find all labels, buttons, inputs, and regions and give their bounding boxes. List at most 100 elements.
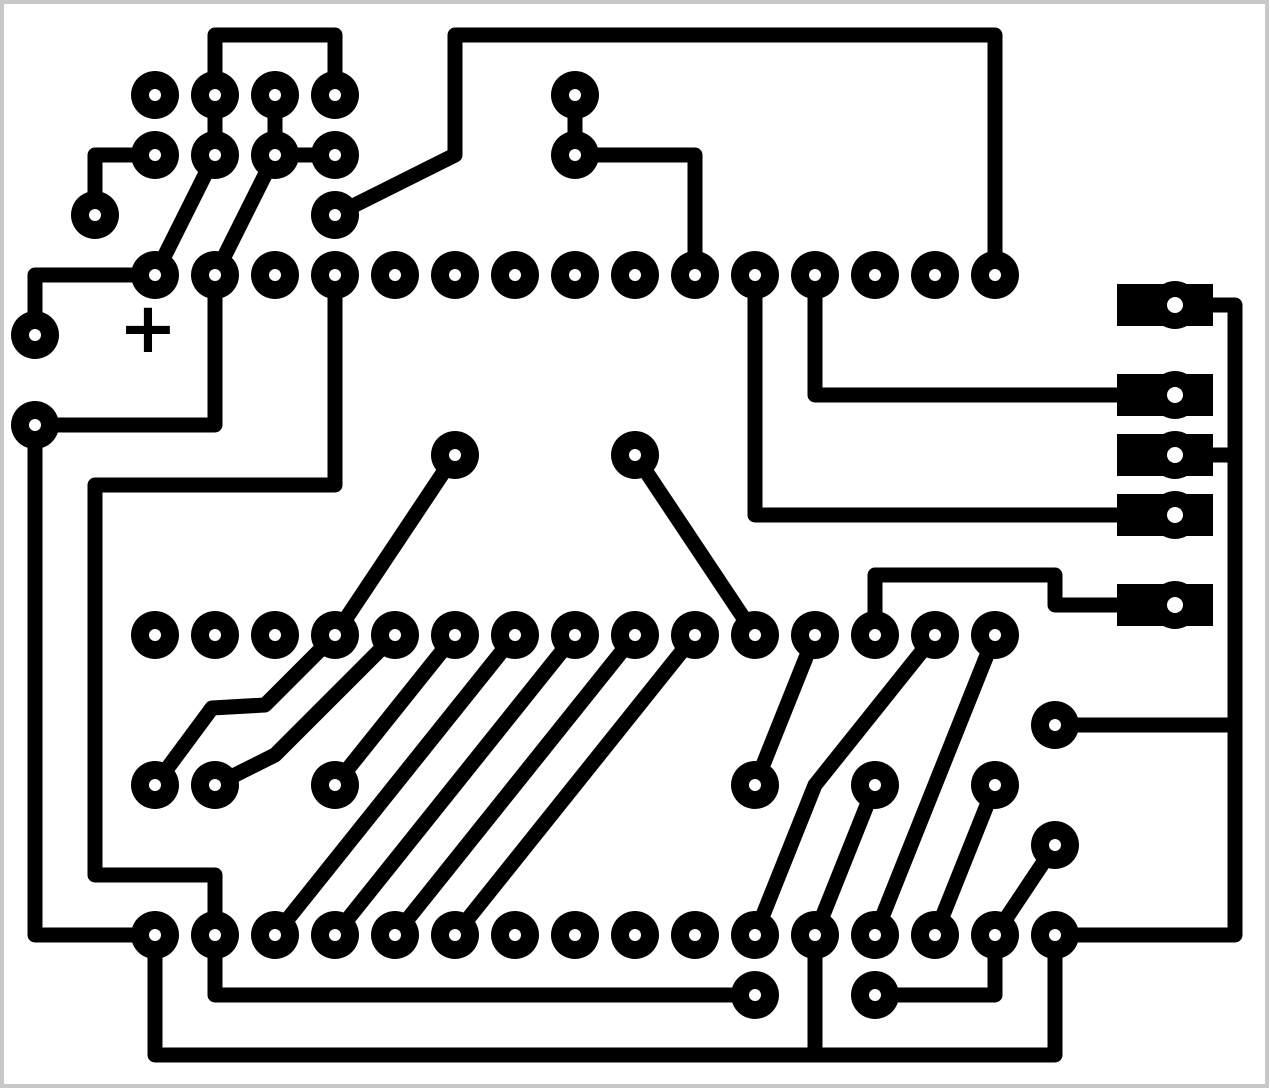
connector-pads xyxy=(1117,281,1213,629)
drill-hole xyxy=(509,929,521,941)
drill-hole xyxy=(329,929,341,941)
drill-hole xyxy=(269,629,281,641)
drill-hole xyxy=(509,269,521,281)
drill-hole xyxy=(629,929,641,941)
copper-trace xyxy=(27,267,223,433)
drill-hole xyxy=(809,269,821,281)
copper-trace xyxy=(747,267,1183,523)
drill-hole xyxy=(509,629,521,641)
drill-hole xyxy=(629,449,641,461)
drill-hole xyxy=(809,629,821,641)
drill-hole xyxy=(209,89,221,101)
connector-pad-hole xyxy=(1167,297,1183,313)
drill-hole xyxy=(89,209,101,221)
drill-hole xyxy=(389,269,401,281)
drill-hole xyxy=(449,929,461,941)
drill-hole xyxy=(569,89,581,101)
drill-hole xyxy=(149,929,161,941)
drill-hole xyxy=(449,269,461,281)
copper-trace xyxy=(747,627,943,943)
copper-trace xyxy=(867,627,1003,943)
connector-pad-hole xyxy=(1167,597,1183,613)
copper-trace xyxy=(327,27,1003,283)
copper-trace xyxy=(867,567,1183,643)
copper-trace xyxy=(387,627,643,943)
drill-hole xyxy=(1049,929,1061,941)
copper-trace xyxy=(807,777,883,943)
copper-trace xyxy=(147,927,1063,1063)
drill-hole xyxy=(329,209,341,221)
drill-hole xyxy=(569,929,581,941)
copper-trace xyxy=(327,627,463,793)
drill-hole xyxy=(749,929,761,941)
drill-hole xyxy=(989,779,1001,791)
drill-hole xyxy=(569,629,581,641)
copper-trace xyxy=(567,87,703,283)
copper-trace xyxy=(147,627,343,793)
drill-hole xyxy=(569,269,581,281)
drill-hole xyxy=(329,629,341,641)
drill-hole xyxy=(569,149,581,161)
drill-hole xyxy=(29,419,41,431)
drill-hole xyxy=(209,269,221,281)
drill-hole xyxy=(689,269,701,281)
copper-trace xyxy=(207,27,343,103)
drill-hole xyxy=(269,929,281,941)
drill-hole xyxy=(689,629,701,641)
drill-hole xyxy=(869,929,881,941)
drill-hole xyxy=(149,89,161,101)
drill-hole xyxy=(749,629,761,641)
drill-hole xyxy=(449,629,461,641)
copper-trace xyxy=(27,417,163,943)
connector-pad-hole xyxy=(1167,387,1183,403)
drill-hole xyxy=(869,269,881,281)
drill-hole xyxy=(629,269,641,281)
drill-hole xyxy=(329,779,341,791)
drill-hole xyxy=(149,269,161,281)
drill-hole xyxy=(749,779,761,791)
drill-hole xyxy=(989,929,1001,941)
copper-trace xyxy=(747,627,823,793)
drill-hole xyxy=(389,929,401,941)
drill-hole xyxy=(389,629,401,641)
drill-hole xyxy=(269,89,281,101)
drill-hole xyxy=(989,269,1001,281)
drill-hole xyxy=(749,989,761,1001)
copper-trace xyxy=(447,627,703,943)
polarity-mark: + xyxy=(119,287,178,369)
drill-hole xyxy=(449,449,461,461)
connector-pad-hole xyxy=(1167,447,1183,463)
drill-hole xyxy=(989,629,1001,641)
drill-hole xyxy=(149,779,161,791)
drill-hole xyxy=(209,779,221,791)
copper-trace xyxy=(807,267,1183,403)
drill-hole xyxy=(269,269,281,281)
copper-trace xyxy=(327,447,463,643)
drill-hole xyxy=(689,929,701,941)
drill-hole xyxy=(809,929,821,941)
drill-hole xyxy=(209,629,221,641)
drill-hole xyxy=(869,779,881,791)
drill-hole xyxy=(209,929,221,941)
connector-pad-hole xyxy=(1167,507,1183,523)
drill-hole xyxy=(629,629,641,641)
copper-trace xyxy=(627,447,763,643)
through-hole-pads xyxy=(11,71,1079,1019)
drill-hole xyxy=(329,89,341,101)
drill-hole xyxy=(1049,719,1061,731)
copper-trace xyxy=(267,627,523,943)
drill-hole xyxy=(929,929,941,941)
drill-hole xyxy=(1049,839,1061,851)
drill-hole xyxy=(209,149,221,161)
drill-hole xyxy=(29,329,41,341)
copper-trace xyxy=(927,777,1003,943)
drill-hole xyxy=(929,269,941,281)
drill-hole xyxy=(269,149,281,161)
drill-hole xyxy=(149,149,161,161)
drill-hole xyxy=(149,629,161,641)
drill-hole xyxy=(749,269,761,281)
drill-hole xyxy=(869,629,881,641)
drill-hole xyxy=(869,989,881,1001)
copper-trace xyxy=(327,627,583,943)
